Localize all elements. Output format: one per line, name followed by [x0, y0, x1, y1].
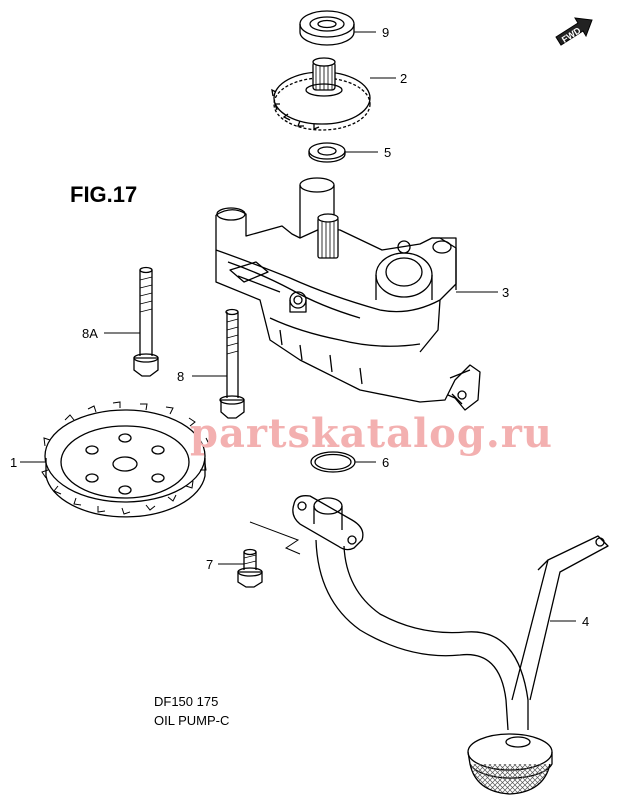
watermark-text: partskatalog.ru: [190, 410, 553, 457]
washer-part-5: [308, 142, 346, 163]
assembly-guide-line: [249, 521, 301, 555]
callout-9: 9: [382, 25, 390, 40]
model-caption: DF150 175: [154, 694, 219, 709]
callout-1: 1: [10, 455, 18, 470]
figure-title: FIG.17: [70, 182, 138, 207]
callout-8a: 8A: [82, 326, 98, 341]
callout-4: 4: [582, 614, 590, 629]
bolt-part-8: [219, 308, 245, 419]
drive-gear-part-2: [271, 57, 371, 131]
oil-strainer-part-4: [292, 495, 609, 795]
fwd-arrow-icon: [555, 17, 593, 46]
bolt-part-7: [237, 548, 263, 588]
section-caption: OIL PUMP-C: [154, 713, 230, 728]
callout-7: 7: [206, 557, 214, 572]
callout-5: 5: [384, 145, 392, 160]
driven-gear-part-1: [41, 401, 210, 518]
oil-pump-body-part-3: [215, 177, 481, 411]
oil-seal-part-9: [299, 10, 355, 46]
callout-3: 3: [502, 285, 510, 300]
bolt-part-8a: [133, 266, 159, 377]
callout-2: 2: [400, 71, 408, 86]
callout-6: 6: [382, 455, 390, 470]
callout-8: 8: [177, 369, 185, 384]
